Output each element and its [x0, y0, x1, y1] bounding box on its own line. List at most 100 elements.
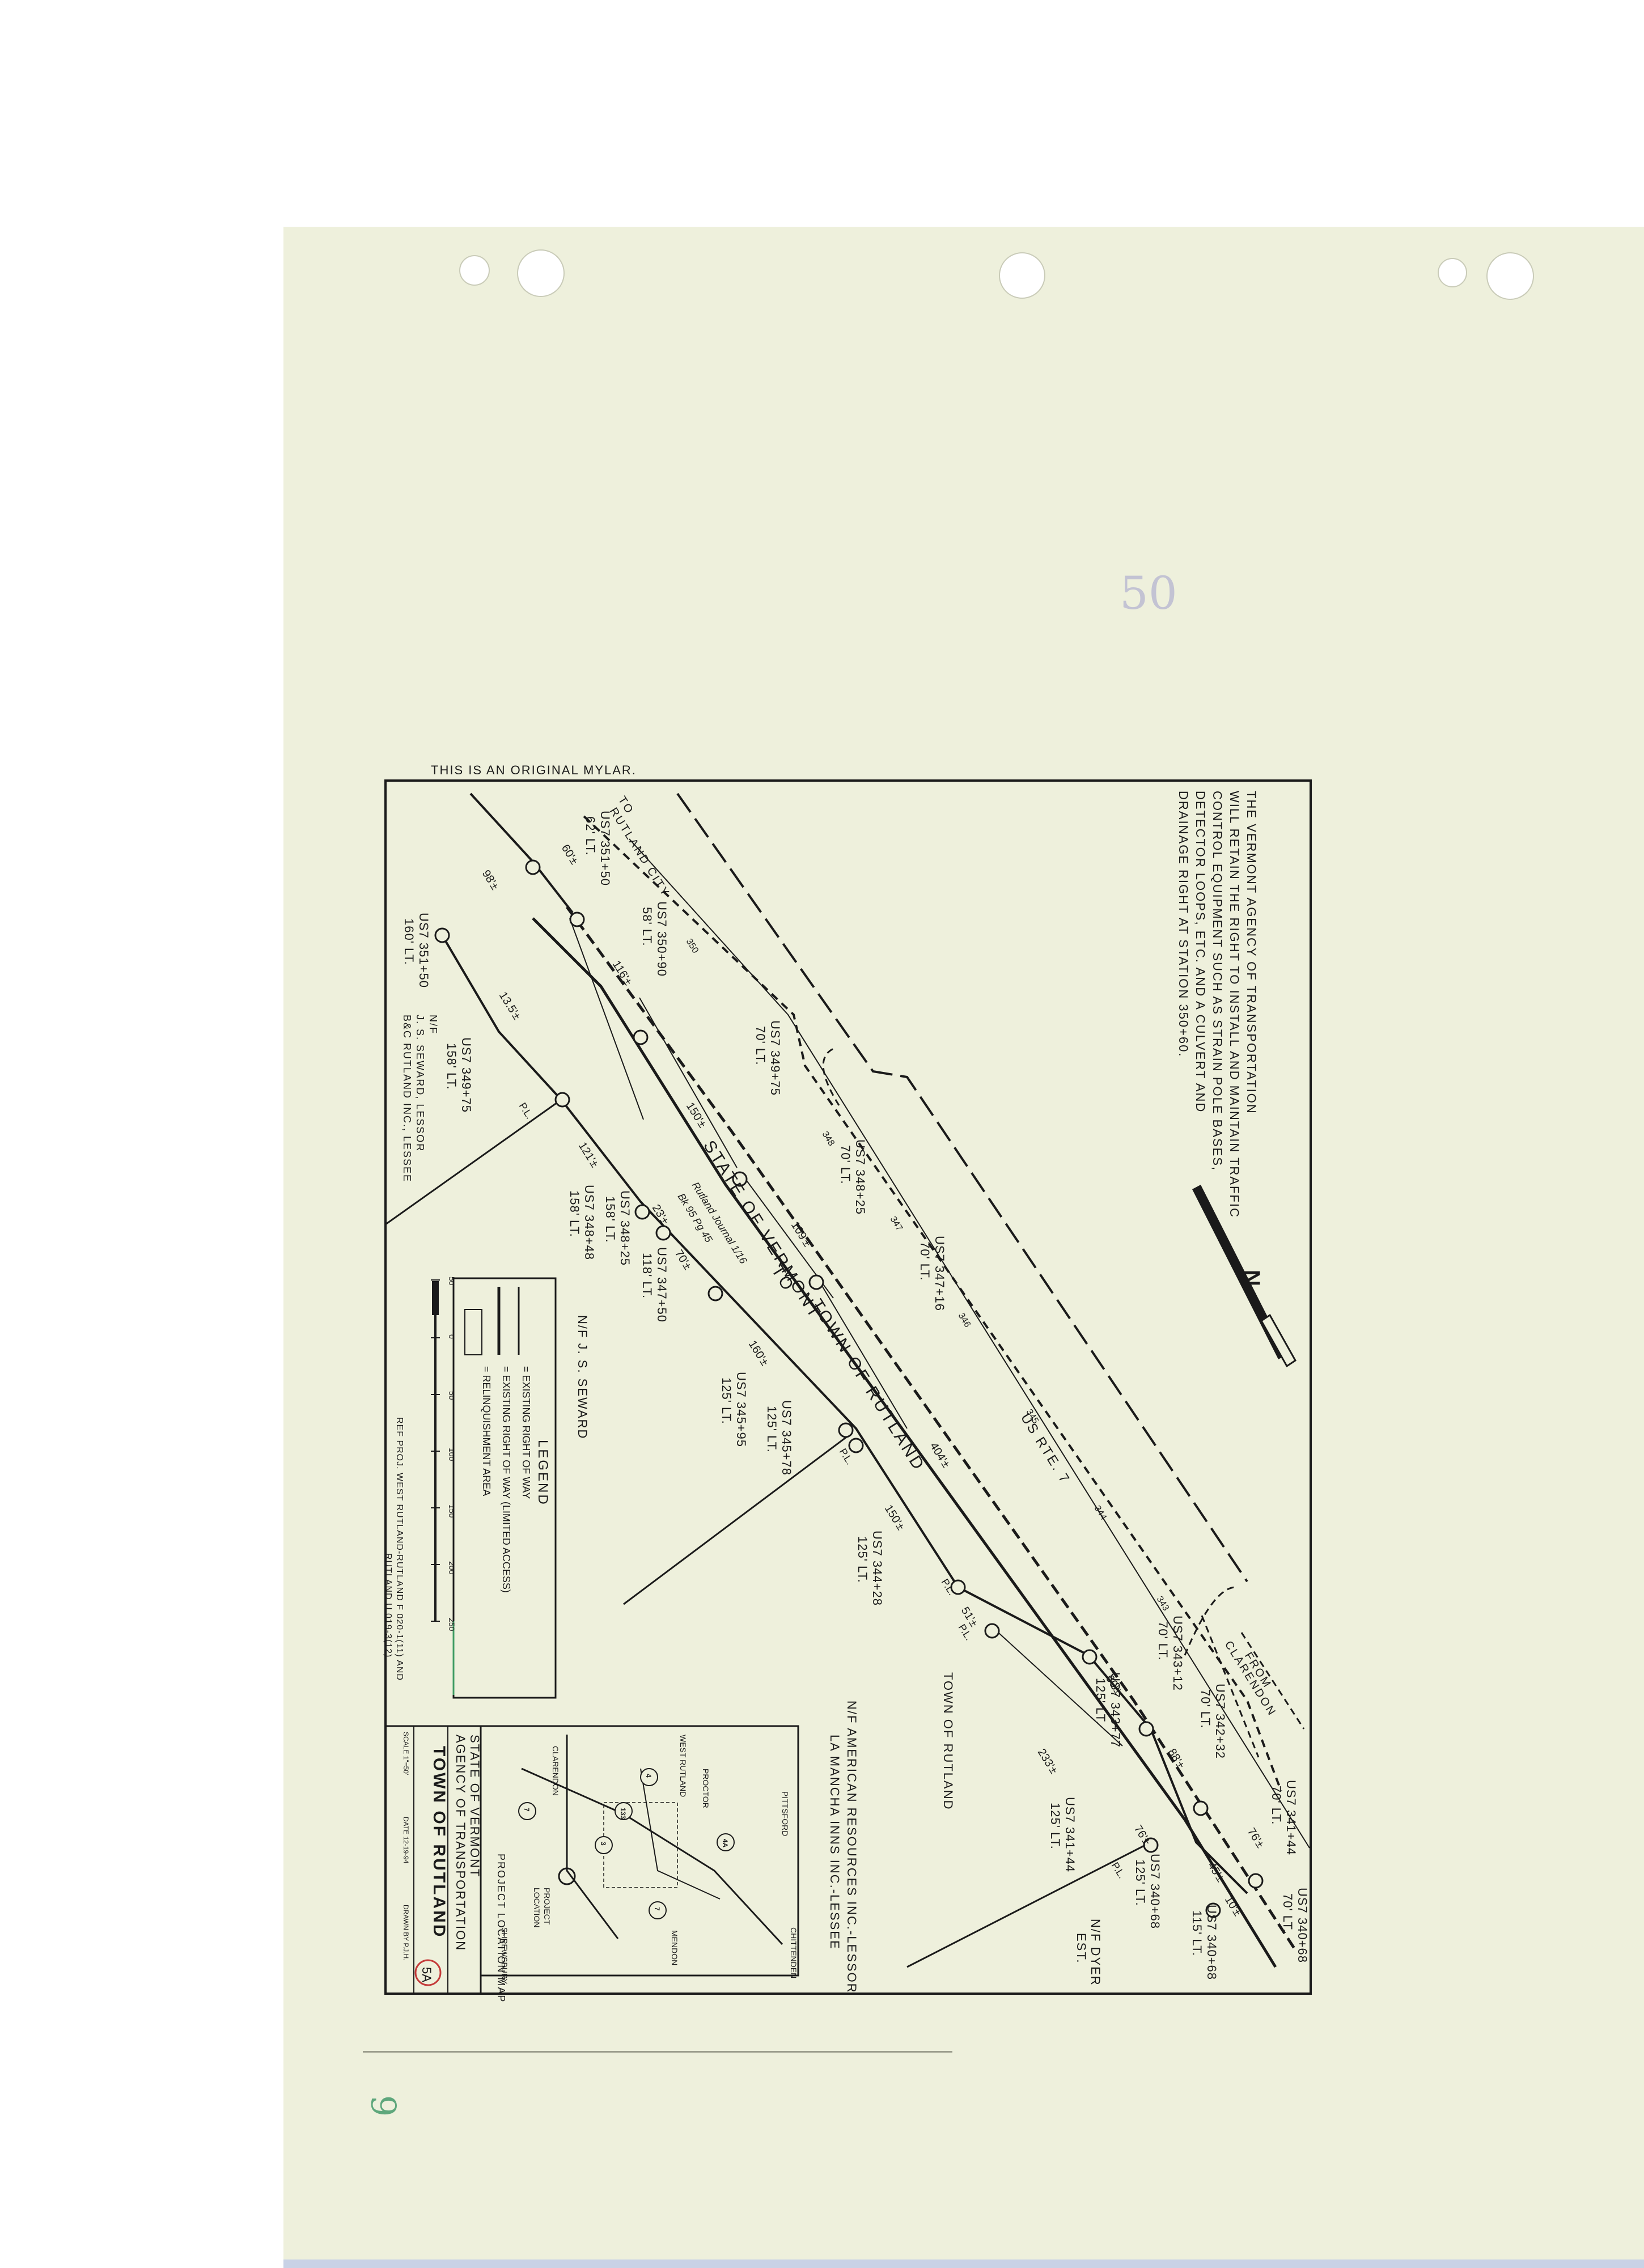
- distance-label: 116'±: [610, 959, 634, 987]
- punch-hole: [459, 255, 490, 286]
- note-line: THE VERMONT AGENCY OF TRANSPORTATION: [1244, 791, 1259, 1114]
- location-map-title: PROJECT LOCATION MAP: [495, 1854, 507, 2003]
- map-town: PITTSFORD: [781, 1791, 790, 1836]
- parcel-town: TOWN OF RUTLAND: [941, 1672, 955, 1810]
- road-station: 346: [956, 1311, 973, 1329]
- bottom-rule: [363, 2051, 952, 2053]
- sheet-mark: 5A: [420, 1967, 434, 1982]
- scale-tick-label: 50: [447, 1277, 456, 1286]
- project-location-label: LOCATION: [532, 1888, 541, 1928]
- station-label: US7 350+90: [655, 901, 669, 977]
- scale-tick-label: 200: [447, 1561, 456, 1575]
- map-town: MENDON: [670, 1930, 679, 1965]
- route-number: 7: [523, 1808, 531, 1812]
- station-offset: 70' LT.: [1156, 1621, 1170, 1661]
- station-label: US7 340+68: [1205, 1905, 1219, 1980]
- route-number: 3: [599, 1842, 607, 1846]
- distance-label: 10'±: [1222, 1894, 1244, 1918]
- route-number: 4A: [721, 1839, 729, 1848]
- route-shield-icon: [615, 1802, 633, 1820]
- scale-tick-label: 50: [447, 1391, 456, 1400]
- parcel-american-lessee: LA MANCHA INNS INC.-LESSEE: [828, 1735, 842, 1950]
- ref-project-line: RUTLAND U 019-3(12): [383, 1553, 393, 1657]
- parcel-seward-lessor: J. S. SEWARD, LESSOR: [414, 1015, 426, 1152]
- station-offset: 160' LT.: [402, 918, 416, 965]
- note-line: CONTROL EQUIPMENT SUCH AS STRAIN POLE BA…: [1210, 791, 1224, 1171]
- station-label: US7 347+16: [933, 1236, 947, 1311]
- distance-label: 70'±: [672, 1248, 694, 1272]
- station-label: US7 341+44: [1284, 1780, 1298, 1855]
- distance-label: 88'±: [1166, 1746, 1187, 1771]
- station-label: US7 343+12: [1171, 1616, 1185, 1691]
- note-line: DRAINAGE RIGHT AT STATION 350+60.: [1176, 791, 1190, 1057]
- station-label: US7 348+25: [618, 1190, 632, 1266]
- station-offset: 115' LT.: [1190, 1910, 1204, 1956]
- property-line-label: P.L.: [1109, 1860, 1128, 1881]
- scale-tick-label: 150: [447, 1504, 456, 1518]
- station-label: US7 345+95: [734, 1372, 748, 1447]
- parcel-dyer: N/F DYER: [1088, 1919, 1103, 1986]
- title-date: DATE 12-19-94: [402, 1817, 410, 1864]
- distance-label: 109'±: [789, 1219, 813, 1249]
- station-offset: 70' LT.: [1198, 1689, 1213, 1729]
- distance-label: 160'±: [746, 1338, 771, 1368]
- punch-hole: [517, 249, 565, 297]
- row-lines: [385, 792, 1310, 1968]
- station-offset: 158' LT.: [567, 1190, 582, 1237]
- legend-title: LEGEND: [535, 1440, 550, 1506]
- station-label: US7 349+75: [459, 1037, 473, 1113]
- road-name: US RTE. 7: [1018, 1411, 1073, 1487]
- title-drawn: DRAWN BY P.J.H.: [402, 1905, 410, 1960]
- margin-stamp: 50: [1120, 567, 1177, 620]
- title-block: STATE OF VERMONT AGENCY OF TRANSPORTATIO…: [384, 1725, 482, 1995]
- station-label: US7 348+25: [853, 1139, 867, 1215]
- road-station: 350: [684, 937, 701, 955]
- distance-label: 60'±: [559, 842, 581, 867]
- station-label: US7 343+77: [1108, 1672, 1122, 1748]
- station-offset: 70' LT.: [1269, 1786, 1283, 1825]
- title-scale: SCALE 1"=50': [402, 1732, 410, 1775]
- road-station: 347: [888, 1215, 905, 1233]
- station-offset: 70' LT.: [753, 1026, 768, 1066]
- station-offset: 125' LT.: [1094, 1678, 1108, 1725]
- map-town: CLARENDON: [551, 1746, 560, 1796]
- route-shield-icon: [649, 1901, 667, 1919]
- agency-state: STATE OF VERMONT: [468, 1735, 482, 1877]
- station-offset: 62' LT.: [583, 816, 598, 856]
- legend-item: = EXISTING RIGHT OF WAY (LIMITED ACCESS): [501, 1366, 512, 1593]
- property-line-label: P.L.: [517, 1101, 536, 1121]
- north-label: N: [1239, 1270, 1264, 1286]
- distance-label: 98'±: [480, 868, 501, 892]
- legend: LEGEND = EXISTING RIGHT OF WAY = EXISTIN…: [452, 1277, 557, 1699]
- station-label: US7 344+28: [870, 1531, 884, 1606]
- map-town: CHITTENDEN: [789, 1927, 798, 1978]
- survey-pins: [434, 859, 1264, 1918]
- distance-label: 13.5'±: [497, 990, 523, 1022]
- map-town: WEST RUTLAND: [679, 1735, 688, 1797]
- station-offset: 125' LT.: [1133, 1859, 1147, 1906]
- station-label: US7 347+50: [655, 1247, 669, 1322]
- station-offset: 70' LT.: [918, 1241, 932, 1281]
- direction-to-place: RUTLAND CITY: [607, 806, 672, 900]
- station-offset: 158' LT.: [603, 1196, 617, 1243]
- station-offset: 125' LT.: [855, 1536, 870, 1583]
- parcel-dyer-est: EST.: [1074, 1933, 1088, 1964]
- punch-hole: [1486, 252, 1534, 300]
- road-station: 344: [1092, 1504, 1109, 1522]
- route-shield-icon: [595, 1836, 613, 1854]
- distance-label: 150'±: [882, 1503, 907, 1533]
- station-label: US7 340+68: [1295, 1888, 1310, 1963]
- distance-label: 233'±: [1035, 1746, 1060, 1777]
- station-label: US7 345+78: [779, 1400, 794, 1476]
- scale-tick-label: 0: [447, 1334, 456, 1339]
- station-label: US7 351+50: [598, 811, 612, 886]
- scale-tick-label: 250: [447, 1618, 456, 1631]
- station-offset: 70' LT.: [838, 1145, 853, 1185]
- route-number: 133: [619, 1808, 627, 1819]
- parcel-seward-nf: N/F: [427, 1015, 439, 1035]
- punch-hole: [1438, 258, 1467, 287]
- drawing-border: [384, 779, 1312, 1995]
- legend-item: = RELINQUISHMENT AREA: [481, 1366, 492, 1496]
- station-offset: 118' LT.: [640, 1253, 654, 1299]
